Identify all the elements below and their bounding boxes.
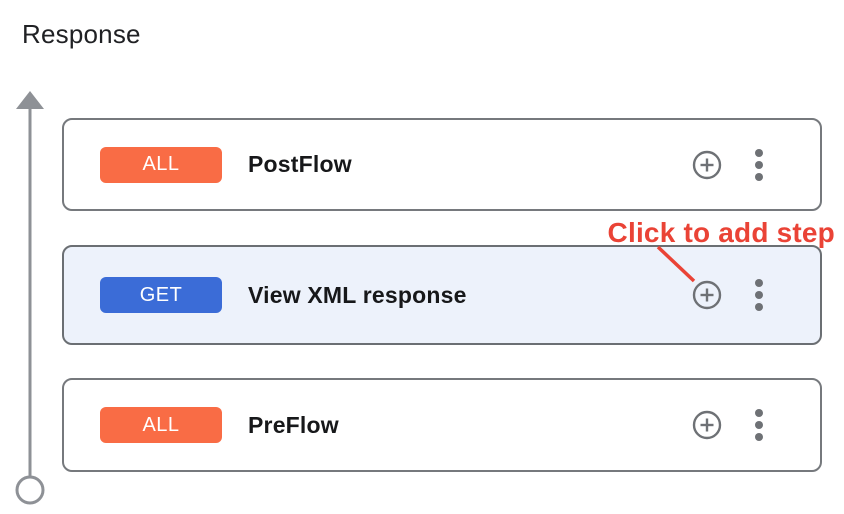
add-step-button[interactable] [692,280,722,310]
plus-circle-icon [692,150,722,179]
flow-card-title: View XML response [248,281,467,308]
kebab-menu-icon [755,409,763,441]
flow-card-title: PostFlow [248,151,352,177]
card-actions [692,408,820,442]
flow-start-circle-icon [15,475,45,505]
flow-card-title: PreFlow [248,411,339,438]
flow-card-postflow[interactable]: ALL PostFlow [62,118,822,211]
kebab-menu-icon [755,279,763,311]
more-options-button[interactable] [754,278,764,312]
arrowhead-up-icon [16,91,44,109]
add-step-button[interactable] [692,410,722,440]
method-badge: GET [100,277,222,313]
flow-direction-arrow [15,91,45,505]
section-title: Response [22,19,141,49]
flow-card-preflow[interactable]: ALL PreFlow [62,378,822,472]
plus-circle-icon [692,280,722,310]
method-badge: ALL [100,146,222,183]
kebab-menu-icon [755,148,763,181]
more-options-button[interactable] [754,148,764,182]
more-options-button[interactable] [754,408,764,442]
plus-circle-icon [692,410,722,440]
add-step-button[interactable] [692,150,722,180]
method-badge: ALL [100,407,222,443]
card-actions [692,278,820,312]
flow-card-view-xml-response[interactable]: GET View XML response [62,245,822,345]
annotation-label: Click to add step [607,217,835,248]
card-actions [692,148,820,182]
